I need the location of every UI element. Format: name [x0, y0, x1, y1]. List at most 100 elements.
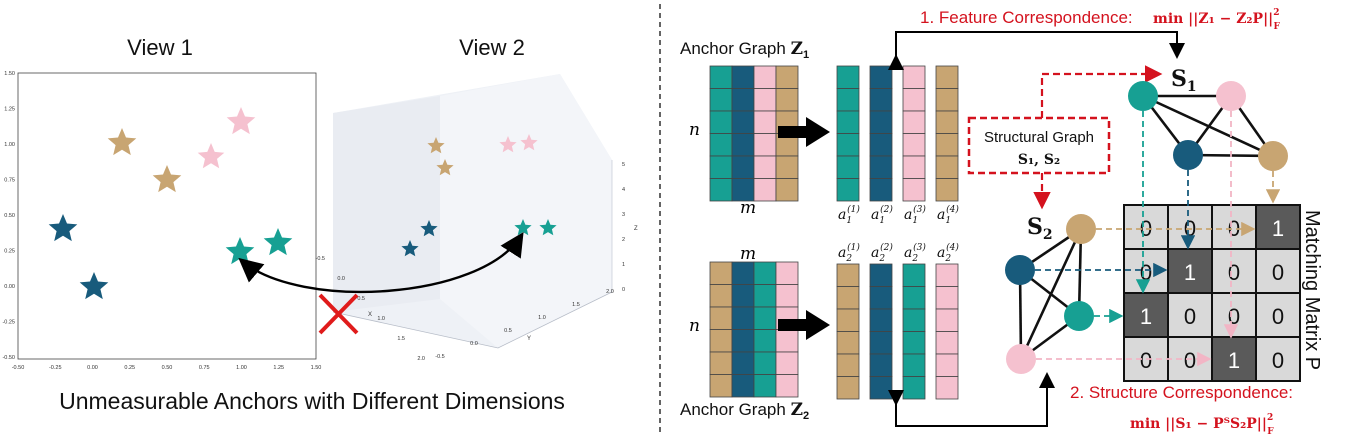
view2-x-axis-label: X — [368, 312, 372, 318]
anchor-star — [152, 165, 182, 193]
anchor-graph-2-label: Anchor Graph Z2 — [680, 400, 809, 422]
anchor-star — [79, 272, 109, 300]
view1-y-tick: -0.50 — [2, 355, 15, 361]
a2-column-cell — [902, 353, 926, 377]
z1-matrix-cell — [731, 178, 755, 202]
graph-node — [1066, 214, 1096, 244]
graph-node — [1216, 81, 1246, 111]
cross-view-arrow — [238, 231, 524, 294]
matching-matrix-cell — [1255, 248, 1301, 294]
view1-x-tick: 1.25 — [273, 365, 284, 371]
z1-matrix-cell — [709, 155, 733, 179]
z2-matrix-cell — [775, 284, 799, 308]
z1-matrix-cell — [731, 88, 755, 112]
a2-column-cell — [935, 308, 959, 332]
z1-matrix-cell — [731, 110, 755, 134]
matching-matrix-value: 0 — [1140, 348, 1152, 373]
s1-label: S1 — [1171, 66, 1197, 95]
z1-matrix-cell — [775, 155, 799, 179]
z2-matrix-cell — [753, 306, 777, 330]
structural-graph-box — [967, 116, 1111, 175]
a2-column-cell — [935, 286, 959, 310]
z1-matrix-cell — [753, 133, 777, 157]
matching-matrix-value: 0 — [1140, 260, 1152, 285]
anchor-star — [520, 134, 538, 151]
a2-label: a2(3) — [904, 242, 926, 264]
graph-node — [1006, 344, 1036, 374]
view2-z-tick: 1 — [622, 262, 625, 268]
z1-matrix-cell — [753, 155, 777, 179]
right-panel: Anchor Graph Z1 Anchor Graph Z2 n m m n … — [680, 8, 1323, 437]
z2-matrix-cell — [775, 351, 799, 375]
a1-column-cell — [836, 178, 860, 202]
a1-column-cell — [935, 155, 959, 179]
structure-corr-title: 2. Structure Correspondence: — [1070, 383, 1293, 402]
structure-corr-arrow — [888, 372, 1055, 427]
a1-column-cell — [869, 65, 893, 89]
a2-column-cell — [836, 331, 860, 355]
z2-matrix-cell — [775, 261, 799, 285]
a1-column-cell — [836, 65, 860, 89]
view1-y-tick: 1.25 — [4, 107, 15, 113]
view1-y-tick: 0.50 — [4, 213, 15, 219]
a2-column-cell — [902, 286, 926, 310]
a1-column-cell — [869, 155, 893, 179]
a2-column-cell — [935, 263, 959, 287]
z1-matrix-cell — [731, 133, 755, 157]
z1-matrix-cell — [753, 110, 777, 134]
to-s1-arrow — [1040, 65, 1163, 118]
a1-label: a1(2) — [871, 204, 893, 226]
view1-x-tick: 1.00 — [236, 365, 247, 371]
z1-matrix-cell — [753, 178, 777, 202]
view1-x-tick: 1.50 — [311, 365, 322, 371]
view2-z-tick: 2 — [622, 237, 625, 243]
z2-matrix-cell — [709, 351, 733, 375]
structural-graph-title: Structural Graph — [984, 129, 1094, 146]
anchor-star — [226, 107, 256, 135]
view2-z-axis-label: Z — [634, 226, 638, 232]
view2-y-tick: 2.0 — [606, 289, 614, 295]
a2-column-cell — [836, 376, 860, 400]
a2-column-cell — [869, 376, 893, 400]
view2-x-tick: -0.5 — [316, 256, 325, 262]
a1-column-cell — [902, 155, 926, 179]
transform-arrow-top — [778, 117, 830, 147]
anchor-star — [539, 219, 557, 236]
a1-label: a1(3) — [904, 204, 926, 226]
anchor-star — [436, 159, 454, 176]
view1-x-tick: -0.50 — [12, 365, 25, 371]
view2-x-tick: 1.0 — [377, 316, 385, 322]
view2-y-tick: -0.5 — [435, 354, 444, 360]
anchor-matrices — [709, 65, 959, 400]
view2-x-tick: 0.5 — [357, 296, 365, 302]
view2-z-tick: 0 — [622, 287, 625, 293]
z2-matrix-cell — [731, 329, 755, 353]
z2-matrix-cell — [709, 261, 733, 285]
structural-graph-vars: S₁, S₂ — [1018, 152, 1060, 168]
view1-x-tick: -0.25 — [49, 365, 62, 371]
z2-matrix-cell — [731, 261, 755, 285]
column-labels: a1(1)a2(1)a1(2)a2(2)a1(3)a2(3)a1(4)a2(4) — [838, 204, 959, 264]
z1-matrix-cell — [775, 88, 799, 112]
matching-matrix-cell — [1123, 292, 1169, 338]
a2-column-cell — [869, 263, 893, 287]
anchor-star — [48, 214, 78, 242]
view2-3d-box — [332, 74, 613, 349]
view1-y-tick: 0.25 — [4, 249, 15, 255]
a1-column-cell — [935, 110, 959, 134]
a1-label: a1(4) — [937, 204, 959, 226]
anchor-star — [499, 136, 517, 153]
s2-label: S2 — [1027, 214, 1053, 243]
view2-y-tick: 0.0 — [470, 341, 478, 347]
z2-matrix-cell — [775, 329, 799, 353]
view1-title: View 1 — [127, 35, 193, 60]
a2-column-cell — [869, 286, 893, 310]
a1-column-cell — [902, 133, 926, 157]
graph-node — [1064, 301, 1094, 331]
view2-y-tick: 1.5 — [572, 302, 580, 308]
dim-n-bottom: n — [689, 316, 700, 336]
anchor-star — [197, 143, 225, 169]
z2-matrix-cell — [731, 284, 755, 308]
